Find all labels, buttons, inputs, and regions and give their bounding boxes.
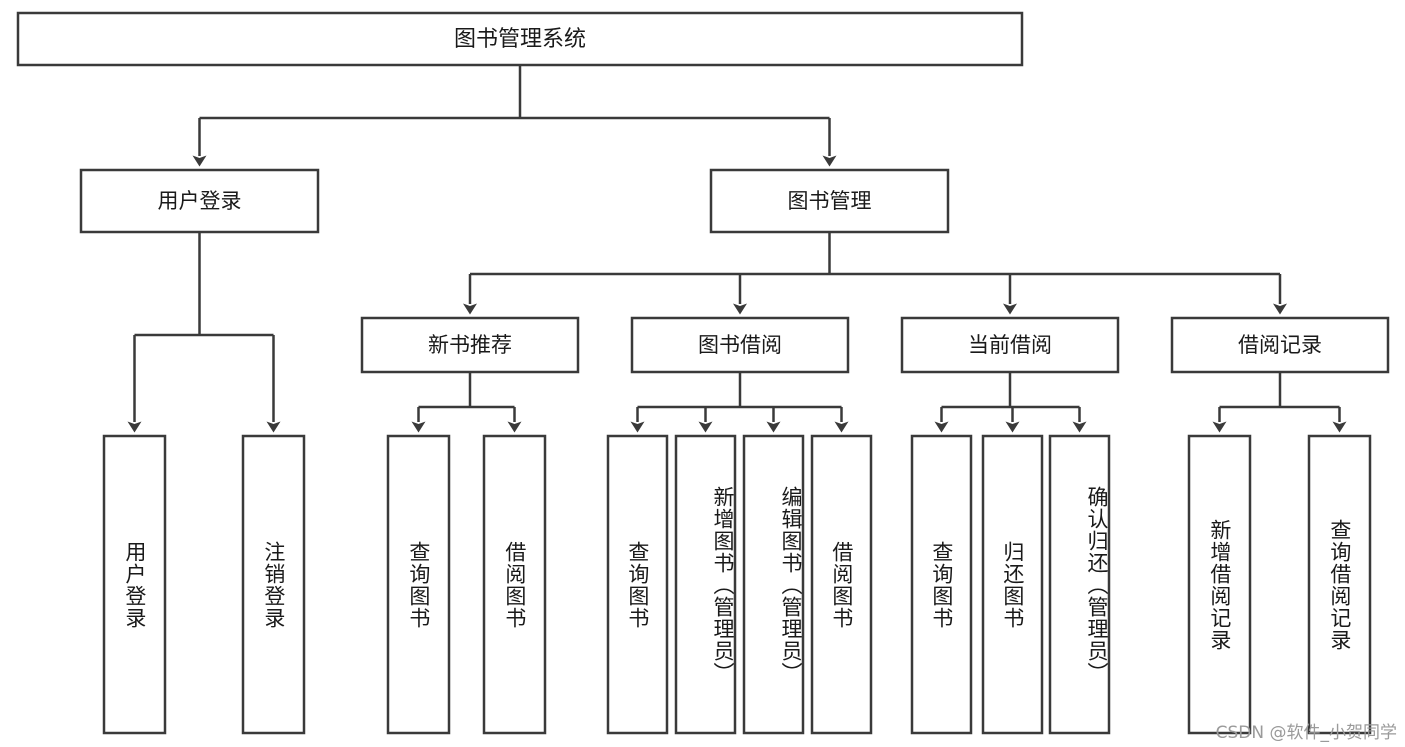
node-user-login-label: 用户登录 — [158, 189, 242, 213]
node-book-borrow-label: 图书借阅 — [698, 333, 782, 357]
leaf-box-query-book-nbr[interactable] — [386, 434, 451, 735]
connector-group-new-book-rec — [411, 372, 522, 433]
node-current-borrow-box[interactable] — [900, 316, 1120, 374]
node-root-label: 图书管理系统 — [454, 27, 586, 52]
leaf-box-query-borrow-record[interactable] — [1307, 434, 1372, 735]
connector-group-user-login — [127, 232, 281, 433]
node-book-management-label: 图书管理 — [788, 189, 872, 213]
node-root-box[interactable] — [16, 11, 1024, 67]
leaf-box-query-book-cb[interactable] — [910, 434, 973, 735]
leaf-box-query-book-bb[interactable] — [606, 434, 669, 735]
leaf-box-confirm-return[interactable] — [1048, 434, 1111, 735]
leaf-box-borrow-book-nbr[interactable] — [482, 434, 547, 735]
leaf-box-add-book-admin[interactable] — [674, 434, 737, 735]
connector-group-current-borrow — [934, 372, 1087, 433]
leaf-box-user-login[interactable] — [102, 434, 167, 735]
node-borrow-record-box[interactable] — [1170, 316, 1390, 374]
connector-group-borrow-record — [1212, 372, 1347, 433]
connector-group-root — [192, 65, 837, 167]
node-book-borrow-box[interactable] — [630, 316, 850, 374]
leaf-box-add-borrow-record[interactable] — [1187, 434, 1252, 735]
node-user-login[interactable]: 用户登录 — [79, 168, 320, 234]
csdn-watermark: CSDN @软件_小贺同学 — [1215, 723, 1397, 743]
node-borrow-record[interactable]: 借阅记录 — [1170, 316, 1390, 374]
node-book-management[interactable]: 图书管理 — [709, 168, 950, 234]
node-root[interactable]: 图书管理系统 — [16, 11, 1024, 67]
node-book-management-box[interactable] — [709, 168, 950, 234]
leaf-box-edit-book-admin[interactable] — [742, 434, 805, 735]
node-book-borrow[interactable]: 图书借阅 — [630, 316, 850, 374]
node-user-login-box[interactable] — [79, 168, 320, 234]
node-current-borrow[interactable]: 当前借阅 — [900, 316, 1120, 374]
connector-group-book-mgmt — [463, 232, 1287, 315]
node-new-book-recommend-label: 新书推荐 — [428, 333, 512, 357]
leaf-box-borrow-book-bb[interactable] — [810, 434, 873, 735]
leaf-box-logout[interactable] — [241, 434, 306, 735]
leaf-box-group — [102, 434, 1372, 735]
node-current-borrow-label: 当前借阅 — [968, 333, 1052, 357]
node-new-book-recommend-box[interactable] — [360, 316, 580, 374]
connector-group-book-borrow — [630, 372, 849, 433]
leaf-box-return-book[interactable] — [981, 434, 1044, 735]
node-borrow-record-label: 借阅记录 — [1238, 333, 1322, 357]
node-new-book-recommend[interactable]: 新书推荐 — [360, 316, 580, 374]
